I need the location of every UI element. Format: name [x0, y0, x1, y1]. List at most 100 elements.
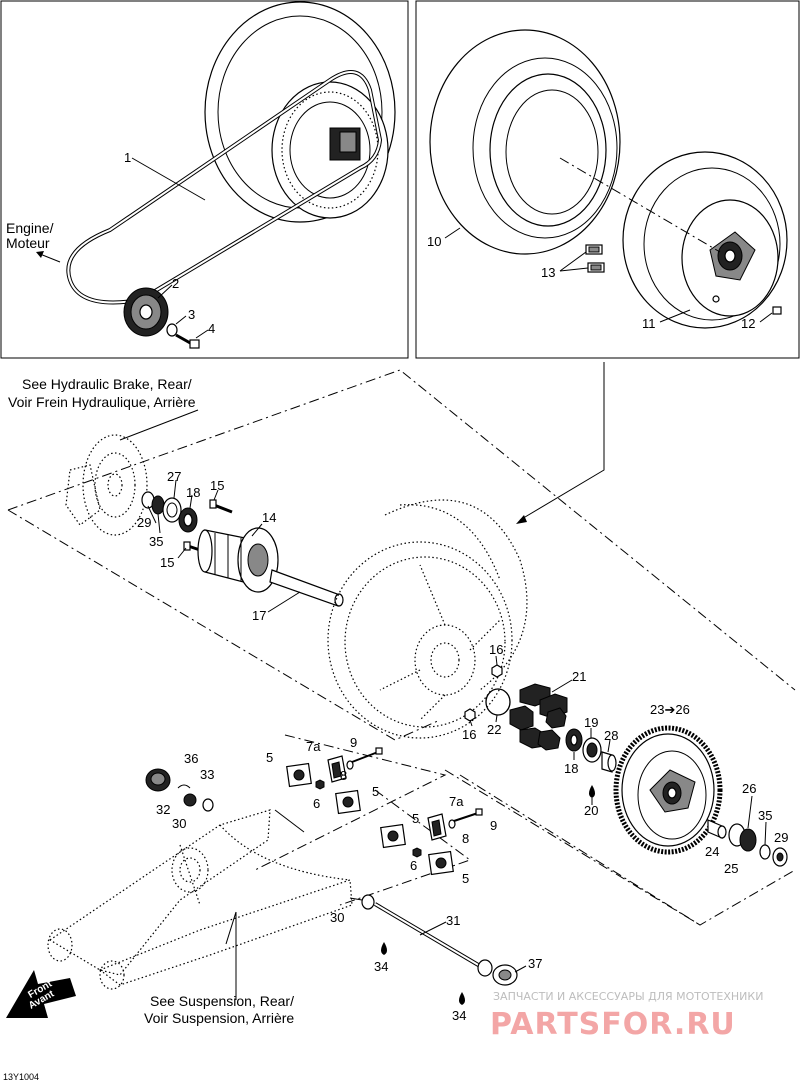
callout-7a-a: 7a	[306, 739, 321, 754]
washer-30-left	[202, 798, 214, 812]
callout-18-right: 18	[564, 761, 578, 776]
nut-6-lower	[412, 847, 422, 858]
callout-35-left: 35	[149, 534, 163, 549]
callout-10: 10	[427, 234, 441, 249]
bolt-15-upper	[209, 499, 233, 514]
adjuster-block-5-upper	[286, 762, 312, 788]
callout-12: 12	[741, 316, 755, 331]
callout-15-upper: 15	[210, 478, 224, 493]
watermark: ЗАПЧАСТИ И АКСЕССУАРЫ ДЛЯ МОТОТЕХНИКИ PA…	[490, 990, 763, 1042]
callout-29-right: 29	[774, 830, 788, 845]
note-suspension-line2: Voir Suspension, Arrière	[144, 1010, 294, 1026]
callout-23-26: 23➔26	[650, 702, 690, 717]
note-engine-line1: Engine/	[6, 220, 54, 236]
callout-9-a: 9	[350, 735, 357, 750]
reference-notes: Engine/ Moteur See Hydraulic Brake, Rear…	[6, 220, 294, 1026]
cush-drive-rubbers-21	[509, 683, 568, 751]
o-ring-22	[485, 688, 511, 716]
nut-8-upper	[346, 760, 354, 770]
callout-7a-b: 7a	[449, 794, 464, 809]
washer-30-right	[361, 894, 375, 910]
swingarm	[47, 809, 353, 990]
spacer-35-right	[759, 844, 771, 860]
spacer-tube-17	[269, 569, 344, 607]
sprocket-23-26	[613, 725, 723, 855]
bolt-9-upper	[351, 747, 383, 763]
note-brake-line1: See Hydraulic Brake, Rear/	[22, 376, 192, 392]
note-brake-line2: Voir Frein Hydraulique, Arrière	[8, 394, 196, 410]
callout-19: 19	[584, 715, 598, 730]
callout-17: 17	[252, 608, 266, 623]
callout-36: 36	[184, 751, 198, 766]
callout-33: 33	[200, 767, 214, 782]
callout-labels: 1 2 3 4 10 11 12 13 27 18 15 29 35 14 15…	[124, 150, 788, 1023]
callout-26: 26	[742, 781, 756, 796]
callout-37: 37	[528, 956, 542, 971]
rear-wheel-with-sprocket	[204, 1, 396, 223]
callout-16-lower: 16	[462, 727, 476, 742]
callout-21: 21	[572, 669, 586, 684]
callout-22: 22	[487, 722, 501, 737]
callout-5-a: 5	[266, 750, 273, 765]
callout-27: 27	[167, 469, 181, 484]
spacer-24	[707, 819, 727, 839]
note-suspension-line1: See Suspension, Rear/	[150, 993, 294, 1009]
adjuster-block-5-lower	[380, 823, 406, 849]
callout-6-a: 6	[313, 796, 320, 811]
callout-5-c: 5	[412, 811, 419, 826]
callout-29-left: 29	[137, 515, 151, 530]
washer-3	[166, 323, 178, 337]
grease-drop-34b	[459, 992, 465, 1005]
axle-31	[373, 902, 493, 977]
grease-drop-20	[589, 785, 595, 798]
seal-26	[739, 828, 757, 852]
cap-36	[145, 768, 171, 792]
drive-pulley	[123, 287, 169, 337]
callout-20: 20	[584, 803, 598, 818]
callout-31: 31	[446, 913, 460, 928]
spacer-28	[601, 751, 617, 773]
callout-1: 1	[124, 150, 131, 165]
callout-35-right: 35	[758, 808, 772, 823]
callout-24: 24	[705, 844, 719, 859]
clip-33	[177, 784, 191, 789]
callout-2: 2	[172, 276, 179, 291]
callout-11: 11	[642, 316, 656, 331]
note-engine-line2: Moteur	[6, 235, 50, 251]
nut-6-upper	[315, 779, 325, 790]
spacer-35	[151, 495, 165, 515]
callout-5-b: 5	[372, 784, 379, 799]
nut-37	[492, 964, 518, 986]
callout-8-b: 8	[462, 831, 469, 846]
callout-30-left: 30	[172, 816, 186, 831]
panel-drive-belt	[0, 0, 409, 359]
panel-wheel-tire	[415, 0, 800, 359]
brake-disc	[65, 434, 148, 536]
callout-15-lower: 15	[160, 555, 174, 570]
callout-3: 3	[188, 307, 195, 322]
bolt-4	[175, 333, 200, 349]
adjuster-block-5-lower-b	[428, 850, 454, 876]
watermark-brand: PARTSFOR.RU	[490, 1007, 736, 1042]
callout-34-b: 34	[452, 1008, 466, 1023]
callout-34-a: 34	[374, 959, 388, 974]
callout-8-a: 8	[340, 768, 347, 783]
callout-9-b: 9	[490, 818, 497, 833]
callout-28: 28	[604, 728, 618, 743]
front-direction-arrow	[6, 970, 76, 1018]
watermark-tagline: ЗАПЧАСТИ И АКСЕССУАРЫ ДЛЯ МОТОТЕХНИКИ	[493, 990, 763, 1003]
nut-16-upper	[491, 664, 503, 678]
valve-weights-13	[585, 244, 605, 273]
callout-18-left: 18	[186, 485, 200, 500]
nut-8-lower	[448, 819, 456, 829]
callout-16-upper: 16	[489, 642, 503, 657]
nut-16-lower	[464, 708, 476, 722]
callout-25: 25	[724, 861, 738, 876]
seal-27	[162, 497, 182, 523]
adjuster-plate-7a-lower	[427, 813, 447, 841]
hub-14	[197, 527, 279, 593]
rear-wheel-assembly	[327, 499, 528, 739]
callout-6-b: 6	[410, 858, 417, 873]
callout-30-right: 30	[330, 910, 344, 925]
